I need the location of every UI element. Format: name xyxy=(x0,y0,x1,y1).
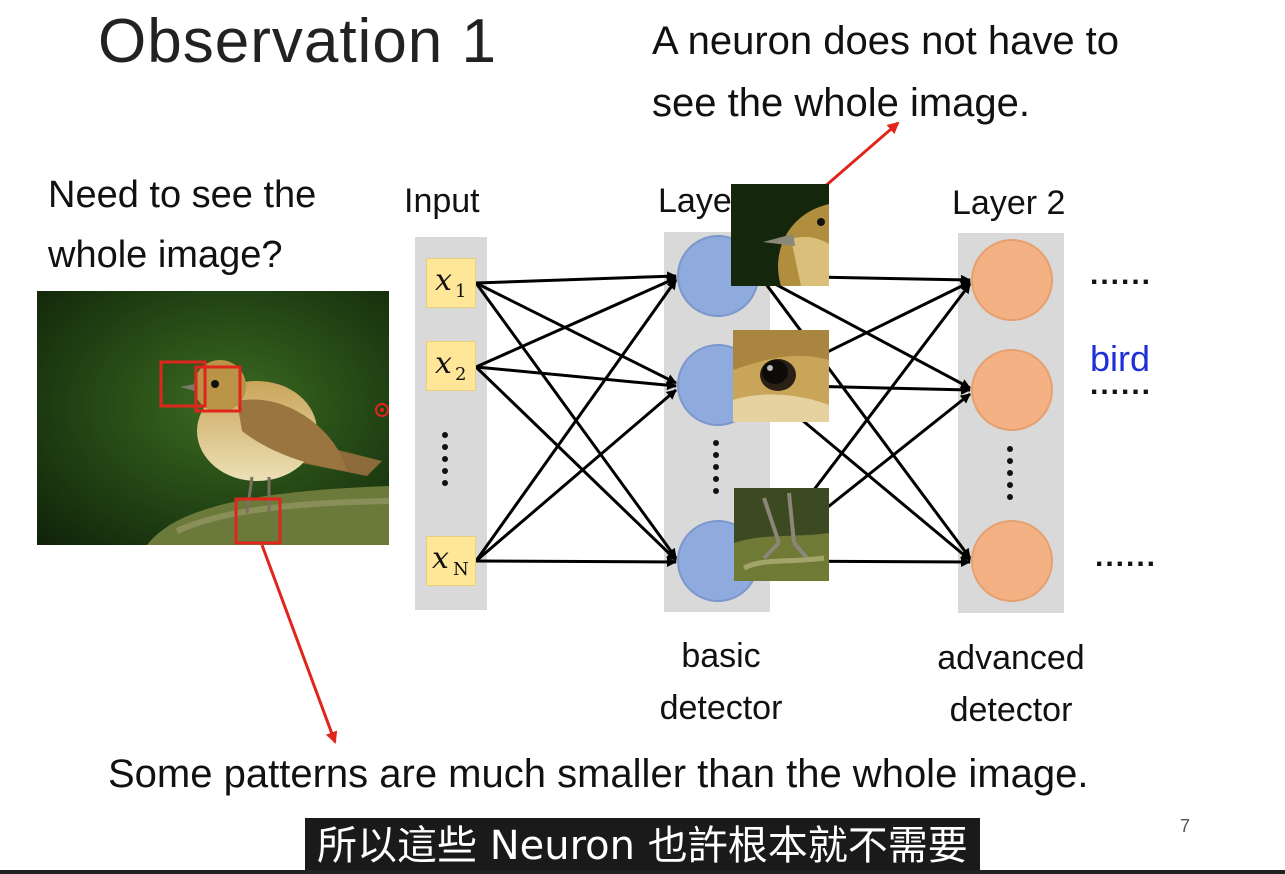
input-xN: x N xyxy=(426,536,476,586)
layer2-caption-line1: advanced xyxy=(937,639,1085,677)
input-x2: x 2 xyxy=(426,341,476,391)
bird-label: bird xyxy=(1090,338,1151,379)
claw-patch xyxy=(734,488,829,581)
input-label: Input xyxy=(404,182,480,220)
layer2-label: Layer 2 xyxy=(952,184,1066,222)
pointer-mark xyxy=(375,403,389,417)
page-number: 7 xyxy=(1180,816,1191,836)
bottom-border xyxy=(0,870,1285,874)
input-connections xyxy=(474,271,678,567)
layer2-node-2 xyxy=(971,349,1053,431)
arrow-to-bottom xyxy=(260,544,338,744)
layer2-node-3 xyxy=(971,520,1053,602)
question-line1: Need to see the xyxy=(48,174,317,216)
question-line2: whole image? xyxy=(48,234,283,276)
layer1-caption: basic detector xyxy=(640,630,802,734)
neuron-note-line2: see the whole image. xyxy=(652,81,1031,125)
eye-patch xyxy=(733,330,829,422)
video-subtitle: 所以這些 Neuron 也許根本就不需要 xyxy=(305,818,980,874)
bird-dots: ...... xyxy=(1090,368,1153,401)
neuron-note-line1: A neuron does not have to xyxy=(652,19,1120,63)
layer1-caption-line1: basic xyxy=(681,637,761,675)
layer1-vertical-dots xyxy=(713,440,723,500)
arrow-to-note xyxy=(814,121,900,197)
bird-photo xyxy=(37,291,389,545)
input-vertical-dots xyxy=(442,432,452,492)
claw-box xyxy=(234,497,282,545)
bottom-statement: Some patterns are much smaller than the … xyxy=(108,752,1089,796)
layer2-caption: advanced detector xyxy=(915,632,1107,736)
layer2-node-1 xyxy=(971,239,1053,321)
eye-box xyxy=(194,365,242,413)
layer2-vertical-dots xyxy=(1007,446,1017,506)
ellipsis-top: ...... xyxy=(1090,258,1153,291)
slide-title: Observation 1 xyxy=(98,7,497,76)
layer2-caption-line2: detector xyxy=(949,691,1073,729)
question-text: Need to see the whole image? xyxy=(48,165,316,285)
input-x1: x 1 xyxy=(426,258,476,308)
beak-patch xyxy=(731,184,829,286)
neuron-note: A neuron does not have to see the whole … xyxy=(652,10,1119,134)
ellipsis-bottom: ...... xyxy=(1095,540,1158,573)
layer1-caption-line2: detector xyxy=(659,689,783,727)
beak-box xyxy=(159,360,207,408)
